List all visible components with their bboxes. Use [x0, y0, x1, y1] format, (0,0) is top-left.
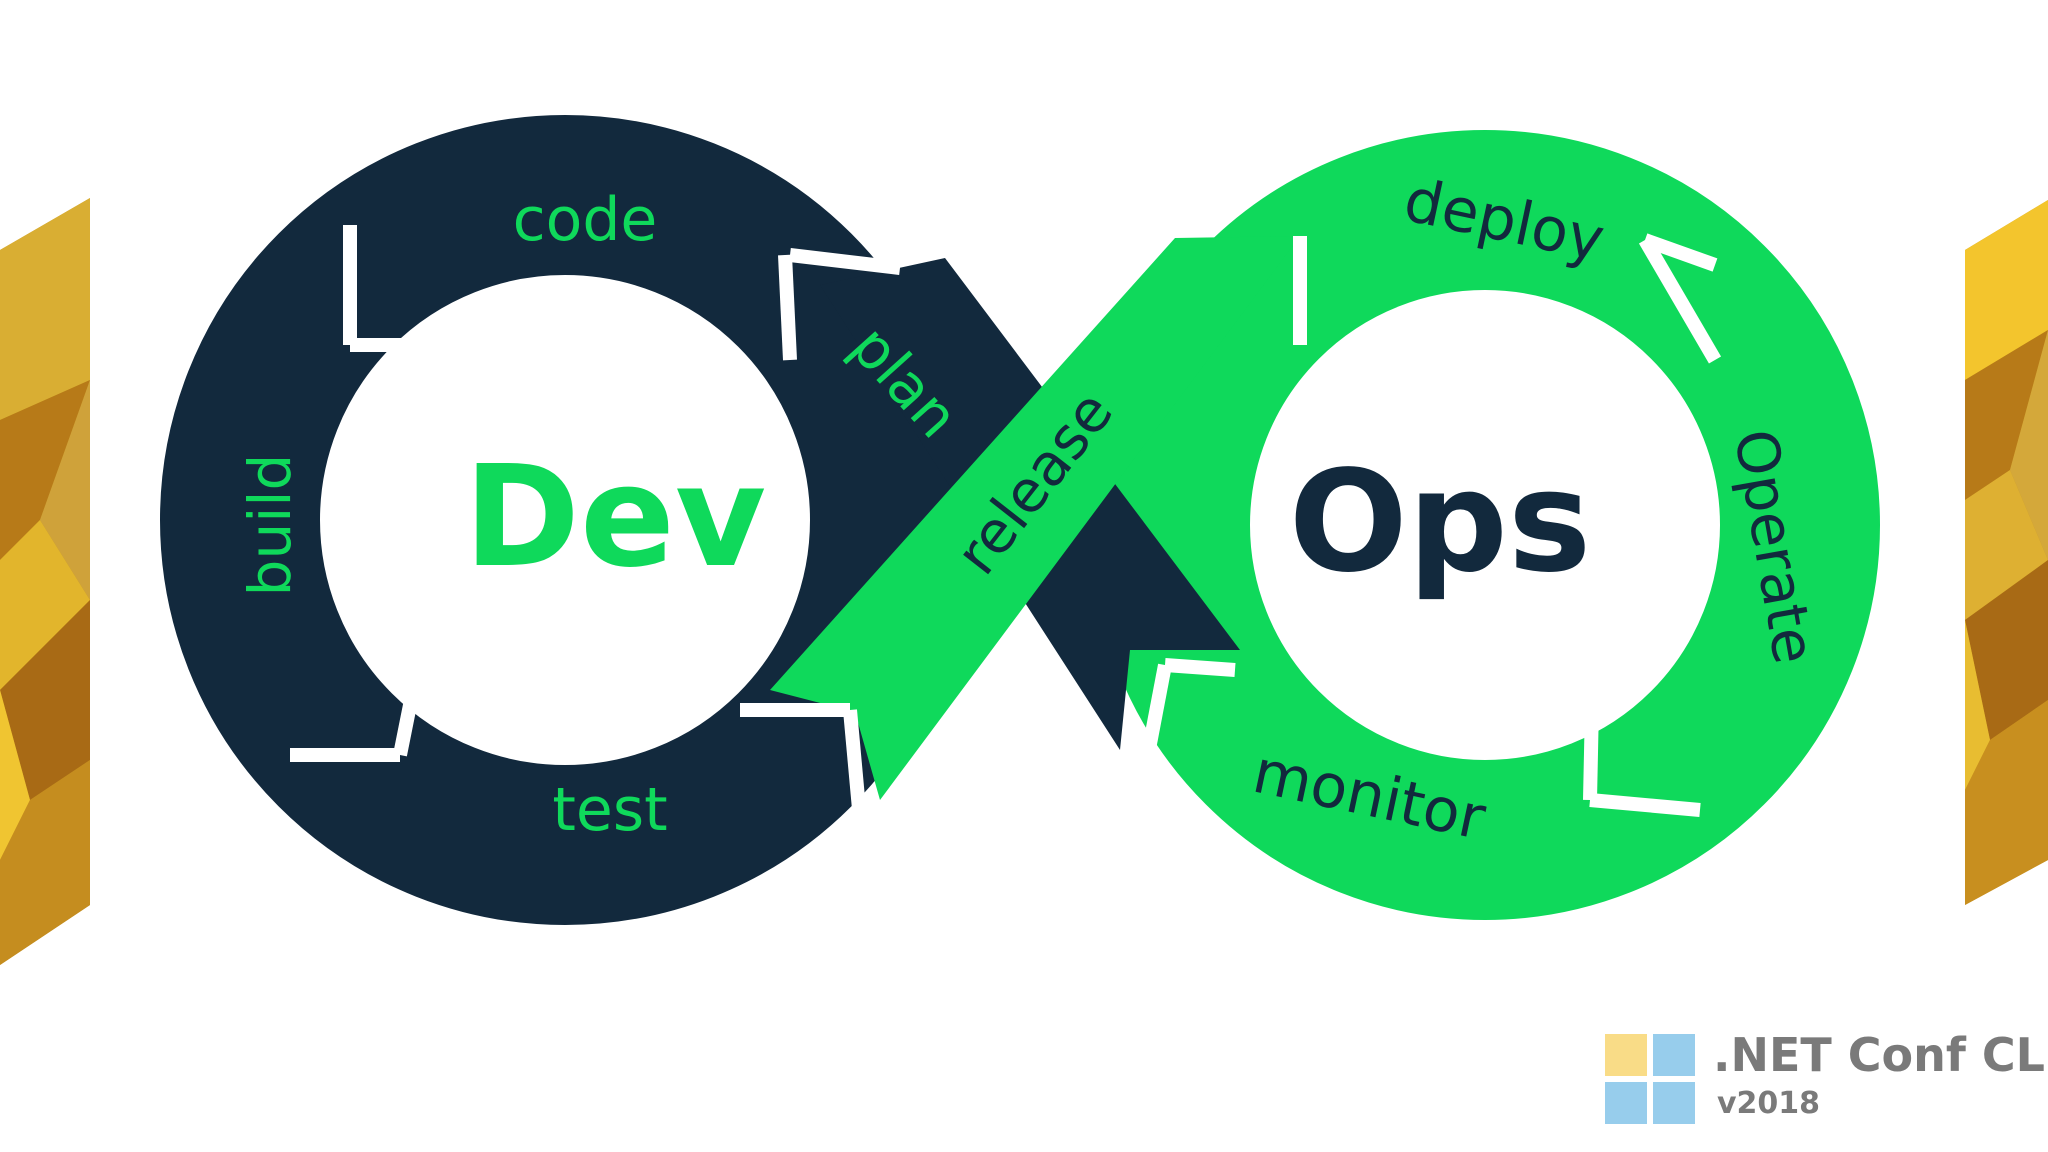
stage-code-label: code: [513, 185, 658, 255]
stage-build-label: build: [236, 454, 304, 597]
stage-test-label: test: [552, 775, 667, 845]
left-gold-panel: [0, 198, 90, 965]
brand-subtitle: v2018: [1717, 1086, 1820, 1121]
brand-title: .NET Conf CL: [1713, 1028, 2045, 1082]
branding: .NET Conf CL v2018: [1605, 1028, 2045, 1148]
dev-label: Dev: [464, 436, 766, 599]
ops-label: Ops: [1289, 441, 1592, 604]
net-conf-logo-icon: [1605, 1034, 1695, 1124]
right-gold-panel: [1965, 200, 2048, 905]
